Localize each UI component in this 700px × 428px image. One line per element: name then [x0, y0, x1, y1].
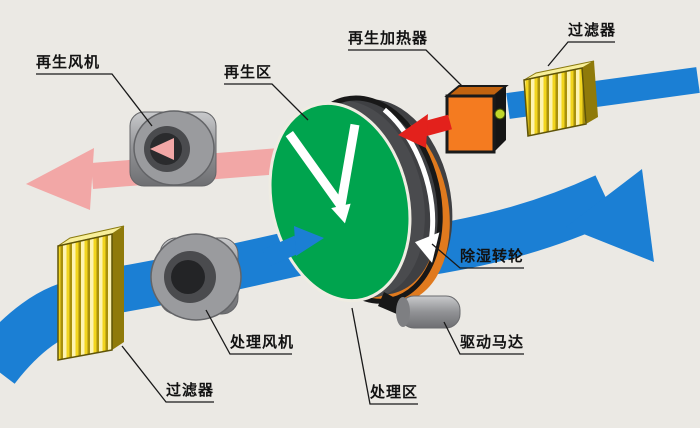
process-zone-label: 处理区	[370, 384, 419, 401]
leader-regen-zone	[224, 83, 309, 121]
leader-process-fan	[205, 309, 292, 355]
leader-lines	[36, 41, 615, 405]
leader-process-zone	[351, 307, 418, 405]
hot-air-arrow	[398, 114, 452, 148]
drive-motor-label: 驱动马达	[460, 334, 525, 351]
filter-top-label: 过滤器	[568, 22, 617, 39]
regen-heater	[444, 85, 509, 154]
regen-fan-label: 再生风机	[36, 54, 101, 71]
leader-wheel	[431, 243, 524, 269]
leader-drive-motor	[443, 321, 524, 355]
filter-bottom-left	[57, 225, 125, 361]
wheel-rotation-arrow	[382, 107, 436, 241]
leader-regen-heater	[348, 49, 463, 87]
regen-heater-label: 再生加热器	[348, 30, 429, 47]
process-fan	[150, 233, 242, 321]
filter-top-right	[523, 60, 598, 137]
regen-fan	[129, 110, 217, 187]
leader-regen-fan	[36, 73, 153, 127]
wheel-label: 除湿转轮	[460, 248, 525, 265]
regen-zone-label: 再生区	[224, 64, 273, 81]
leader-filter-top	[547, 41, 615, 67]
leader-filter-bottom	[121, 345, 214, 403]
filter-bottom-label: 过滤器	[166, 382, 215, 399]
heater-indicator-light	[494, 108, 506, 120]
process-air-wheel-arrow	[262, 226, 324, 267]
drive-motor	[378, 292, 461, 329]
process-fan-label: 处理风机	[230, 334, 295, 351]
